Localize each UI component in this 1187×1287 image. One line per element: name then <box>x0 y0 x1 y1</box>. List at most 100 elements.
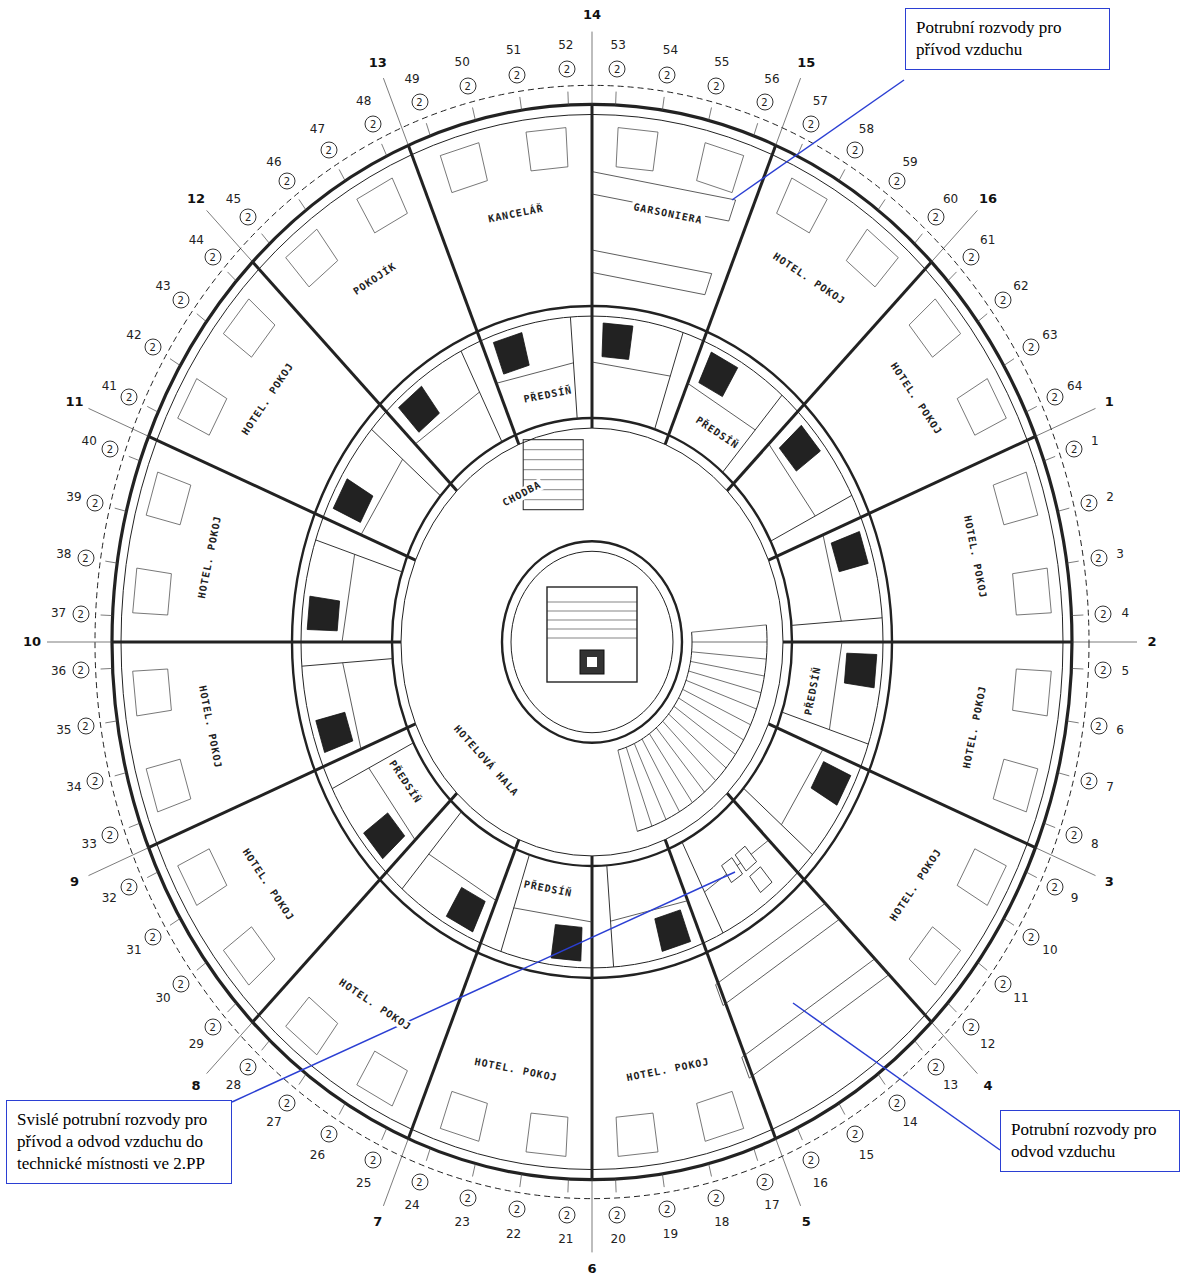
bathroom-shaft <box>446 887 485 932</box>
axis-number: 7 <box>372 1215 383 1229</box>
circled-callout: 2 <box>1046 388 1063 405</box>
core-line <box>547 611 637 612</box>
core-line <box>547 602 637 603</box>
circled-callout: 2 <box>172 292 189 309</box>
bay-number: 26 <box>309 1148 326 1162</box>
mullion-tick <box>709 108 712 121</box>
circled-callout: 2 <box>101 827 118 844</box>
mullion-tick <box>1067 561 1079 563</box>
mullion-tick <box>914 234 922 244</box>
mullion-tick <box>1067 721 1079 723</box>
room-name: HOTEL. POKOJ <box>960 683 989 772</box>
bathroom-shaft <box>811 762 851 806</box>
mullion-tick <box>473 1164 476 1177</box>
mullion-tick <box>339 169 345 181</box>
core-shaft-opening <box>587 657 597 667</box>
mullion-tick <box>197 962 207 970</box>
bay-number: 22 <box>505 1227 522 1241</box>
bay-number: 41 <box>101 379 118 393</box>
axis-line <box>89 848 149 876</box>
bay-number: 54 <box>662 43 679 57</box>
bay-number: 44 <box>188 233 205 247</box>
bathroom-partition <box>372 429 441 496</box>
mullion-tick <box>567 92 569 105</box>
mullion-tick <box>101 668 113 670</box>
bathroom-partition <box>342 554 355 642</box>
bay-number: 50 <box>454 55 471 69</box>
room-name: HOTEL. POKOJ <box>960 512 989 601</box>
bay-number: 6 <box>1115 723 1125 737</box>
bay-number: 4 <box>1121 606 1131 620</box>
mullion-tick <box>797 1128 802 1140</box>
room-name: HOTEL. POKOJ <box>238 359 297 439</box>
bay-number: 63 <box>1041 328 1058 342</box>
mullion-tick <box>101 615 113 617</box>
circled-callout: 2 <box>121 879 138 896</box>
bed <box>1013 568 1052 615</box>
axis-number: 1 <box>1104 395 1115 409</box>
bay-number: 52 <box>557 38 574 52</box>
circled-callout: 2 <box>459 1190 476 1207</box>
mullion-tick <box>914 1040 922 1050</box>
mullion-tick <box>754 123 758 136</box>
mullion-tick <box>1004 918 1014 925</box>
circled-callout: 2 <box>411 1173 428 1190</box>
bay-number: 13 <box>942 1078 959 1092</box>
core-wall-face <box>511 551 673 732</box>
bay-number: 51 <box>505 43 522 57</box>
core-line <box>547 629 637 630</box>
mullion-tick <box>147 872 158 878</box>
stair-step <box>692 642 767 643</box>
circled-callout: 2 <box>1090 549 1107 566</box>
axis-number: 14 <box>582 8 602 22</box>
bay-number: 56 <box>763 72 780 86</box>
radial-wall <box>665 840 776 1139</box>
callout-box: Potrubní rozvody pro přívod vzduchu <box>905 8 1110 70</box>
bed <box>526 128 568 171</box>
bay-number: 38 <box>55 547 72 561</box>
mullion-tick <box>1026 406 1037 412</box>
radial-wall <box>408 840 519 1139</box>
circled-callout: 2 <box>365 115 382 132</box>
circled-callout: 2 <box>802 1152 819 1169</box>
axis-line <box>1036 848 1096 876</box>
mullion-tick <box>105 721 117 723</box>
mullion-tick <box>948 1003 957 1012</box>
mullion-tick <box>473 108 476 121</box>
leader-line <box>793 1003 1000 1150</box>
bay-number: 42 <box>125 328 142 342</box>
mullion-tick <box>754 1148 758 1161</box>
bay-number: 43 <box>154 279 171 293</box>
mullion-tick <box>1071 615 1083 617</box>
circled-callout: 2 <box>995 975 1012 992</box>
mullion-tick <box>382 144 387 156</box>
radial-wall <box>112 641 401 644</box>
stair-step <box>692 625 767 632</box>
axis-line <box>776 1139 801 1206</box>
stair-arc <box>637 625 767 831</box>
axis-number: 8 <box>190 1079 201 1093</box>
radial-wall <box>783 641 1072 644</box>
bed <box>777 178 828 233</box>
circled-callout: 2 <box>1090 718 1107 735</box>
room-name: HOTEL. POKOJ <box>238 845 297 925</box>
mullion-tick <box>839 1103 845 1115</box>
mullion-tick <box>615 1179 617 1192</box>
room-name: GARSONIERA <box>631 200 706 226</box>
room-name: POKOJÍK <box>350 259 401 299</box>
bed <box>909 299 961 357</box>
circled-callout: 2 <box>1046 879 1063 896</box>
axis-line <box>383 78 408 145</box>
bed <box>440 143 487 193</box>
mullion-tick <box>1004 359 1014 366</box>
bathroom-shaft <box>655 910 691 952</box>
circled-callout: 2 <box>411 94 428 111</box>
bed <box>178 849 227 906</box>
mullion-tick <box>426 123 430 136</box>
stair-step <box>523 459 583 460</box>
bay-number: 46 <box>265 155 282 169</box>
bed <box>616 128 658 171</box>
radial-wall <box>665 145 776 444</box>
circled-callout: 2 <box>72 605 89 622</box>
